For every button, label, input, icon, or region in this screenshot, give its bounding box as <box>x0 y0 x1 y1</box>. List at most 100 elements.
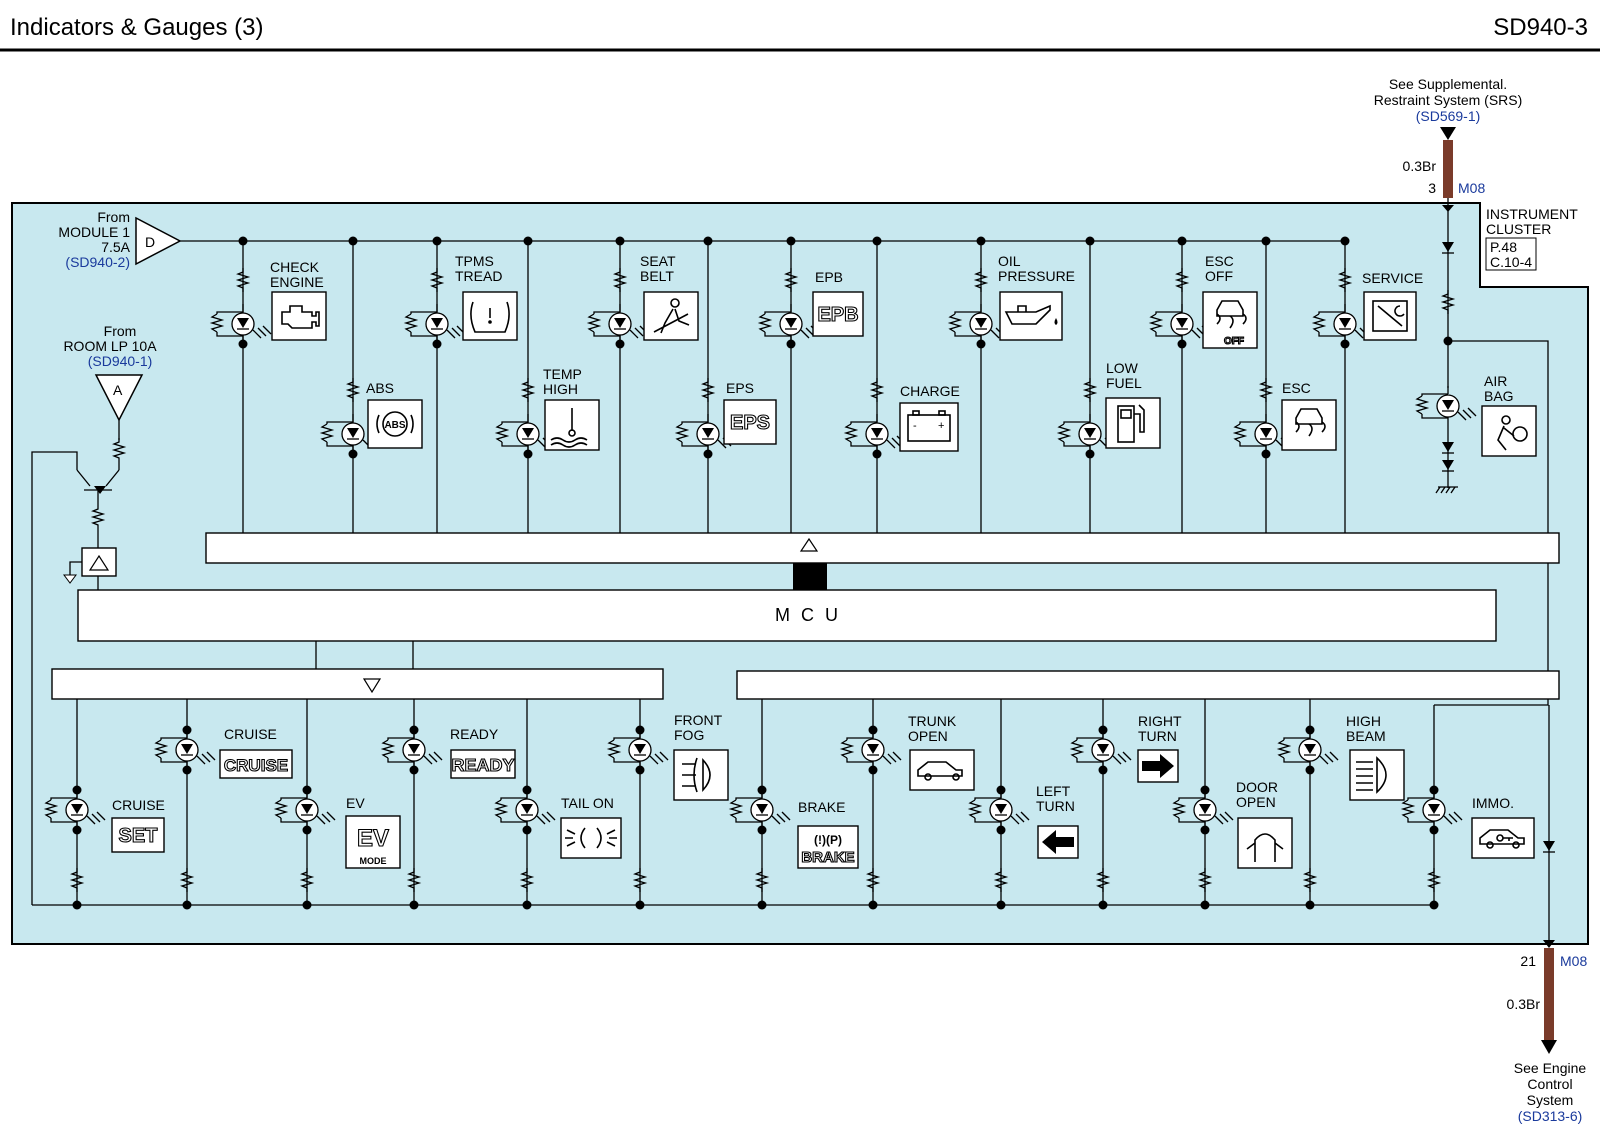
svg-text:EPS: EPS <box>730 412 770 434</box>
indicator-battery: -+CHARGE <box>845 236 960 533</box>
source-a-name: ROOM LP 10A <box>63 338 157 354</box>
engine-ref-line1: See Engine <box>1514 1060 1587 1076</box>
indicator-label: BRAKE <box>798 799 845 815</box>
tpms-icon <box>462 291 518 341</box>
door-open-icon <box>1237 817 1293 869</box>
fuel-icon <box>1105 397 1161 449</box>
svg-text:READY: READY <box>452 755 515 775</box>
svg-text:(!)(P): (!)(P) <box>814 833 842 847</box>
mcu-label: M C U <box>775 605 841 625</box>
indicator-label: TAIL ON <box>561 795 614 811</box>
indicator-label: SEAT <box>640 253 676 269</box>
indicator-label: CRUISE <box>224 726 277 742</box>
wrench-icon <box>1363 291 1417 341</box>
page-title: Indicators & Gauges (3) <box>10 14 263 41</box>
eps-icon: EPS <box>723 399 777 445</box>
indicator-eps: EPS EPS <box>676 236 777 533</box>
cluster-page: P.48 <box>1490 239 1517 255</box>
engine-ref-line3: System <box>1527 1092 1574 1108</box>
indicator-label: AIR <box>1484 373 1507 389</box>
bottom-wire-gauge: 0.3Br <box>1507 996 1541 1012</box>
source-d-fuse: 7.5A <box>101 239 130 255</box>
source-a-from: From <box>104 323 137 339</box>
engine-icon <box>271 291 327 341</box>
top-connector: M08 <box>1458 180 1485 196</box>
engine-ref-link[interactable]: (SD313-6) <box>1518 1108 1583 1124</box>
indicator-label: EV <box>346 795 365 811</box>
battery-icon: -+ <box>899 402 959 452</box>
brake-icon: (!)(P)BRAKE <box>797 825 859 869</box>
svg-text:CRUISE: CRUISE <box>224 756 288 775</box>
right-arrow-icon <box>1137 749 1179 783</box>
cluster-label-1: INSTRUMENT <box>1486 206 1578 222</box>
cluster-label-2: CLUSTER <box>1486 221 1551 237</box>
ready-icon: READY <box>450 749 516 779</box>
indicator-label-2: OFF <box>1205 268 1233 284</box>
cruise-icon: CRUISE <box>219 749 293 779</box>
srs-ref-link[interactable]: (SD569-1) <box>1416 108 1481 124</box>
upper-indicator-group: CHECKENGINEABSABSTPMSTREADTEMPHIGHSEATBE… <box>211 236 1537 533</box>
indicator-label: CRUISE <box>112 797 165 813</box>
indicator-label-2: PRESSURE <box>998 268 1075 284</box>
epb-icon: EPB <box>812 291 864 337</box>
bottom-connector: M08 <box>1560 953 1587 969</box>
indicator-label: OIL <box>998 253 1021 269</box>
indicator-tail-light: TAIL ON <box>495 699 622 910</box>
indicator-label: EPB <box>815 269 843 285</box>
indicator-label-2: FOG <box>674 727 704 743</box>
front-fog-icon <box>673 749 729 801</box>
esc-icon <box>1281 399 1337 451</box>
indicator-label-2: FUEL <box>1106 375 1142 391</box>
trunk-open-icon <box>909 749 975 791</box>
indicator-brake: (!)(P)BRAKE BRAKE <box>730 699 859 910</box>
mcu-box <box>77 589 1497 642</box>
indicator-label-2: BEAM <box>1346 728 1386 744</box>
left-arrow-icon <box>1037 825 1079 859</box>
indicator-label: TRUNK <box>908 713 957 729</box>
lower-indicator-group: SETCRUISECRUISECRUISEEVMODEEVREADYREADYT… <box>45 699 1535 910</box>
source-a-ref[interactable]: (SD940-1) <box>88 353 153 369</box>
indicator-label: FRONT <box>674 712 723 728</box>
indicator-cruise-set: SET CRUISE <box>45 699 165 910</box>
bottom-pin: 21 <box>1520 953 1536 969</box>
engine-ref-line2: Control <box>1527 1076 1572 1092</box>
svg-text:OFF: OFF <box>1224 336 1244 347</box>
immobilizer-icon <box>1471 817 1535 859</box>
indicator-label: SERVICE <box>1362 270 1423 286</box>
svg-text:EPB: EPB <box>817 304 858 326</box>
indicator-label: LOW <box>1106 360 1139 376</box>
page-code: SD940-3 <box>1493 14 1588 41</box>
indicator-label: LEFT <box>1036 783 1071 799</box>
abs-icon: ABS <box>367 399 423 449</box>
indicator-label-2: TURN <box>1036 798 1075 814</box>
svg-text:SET: SET <box>119 825 158 847</box>
indicator-label: EPS <box>726 380 754 396</box>
high-beam-icon <box>1349 749 1405 801</box>
lower-bus-left <box>51 668 664 700</box>
source-d-ref[interactable]: (SD940-2) <box>65 254 130 270</box>
tail-light-icon <box>560 817 622 859</box>
indicator-label: CHECK <box>270 259 320 275</box>
svg-text:-: - <box>913 420 917 432</box>
indicator-label-2: HIGH <box>543 381 578 397</box>
indicator-esc: ESC <box>1234 236 1337 533</box>
indicator-label: READY <box>450 726 499 742</box>
srs-ref-line1: See Supplemental. <box>1389 76 1507 92</box>
svg-text:EV: EV <box>357 825 389 852</box>
indicator-label-2: ENGINE <box>270 274 324 290</box>
top-pin: 3 <box>1428 180 1436 196</box>
indicator-wrench: SERVICE <box>1313 236 1423 533</box>
indicator-label: RIGHT <box>1138 713 1182 729</box>
